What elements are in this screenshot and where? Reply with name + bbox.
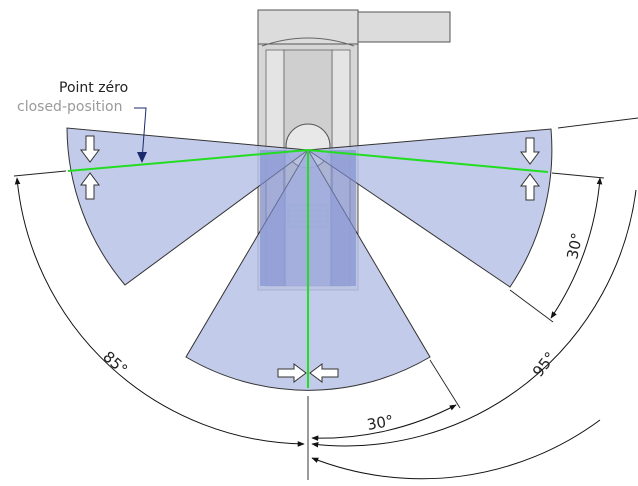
pinch-arrows-icon xyxy=(520,137,540,201)
arc-85 xyxy=(14,177,305,447)
zero-point-label: Point zéro xyxy=(59,80,128,96)
arc-95-lower xyxy=(311,419,601,480)
pointer-arrow-icon xyxy=(134,107,147,163)
axis-line-left xyxy=(67,149,309,172)
extension-lines xyxy=(13,117,638,480)
dimension-arcs xyxy=(14,177,637,480)
angle-label-30-bottom: 30° xyxy=(366,412,395,434)
axis-line-right xyxy=(307,149,549,173)
sector-right xyxy=(306,128,553,288)
arc-30-right xyxy=(550,177,603,319)
angle-label-30-right: 30° xyxy=(563,231,586,261)
angle-label-85: 85° xyxy=(99,348,131,379)
axis-lines xyxy=(67,149,549,388)
arc-95 xyxy=(311,189,637,448)
angle-label-95: 95° xyxy=(529,348,560,380)
closed-position-label: closed-position xyxy=(17,99,122,115)
arc-30-bottom xyxy=(311,404,457,442)
